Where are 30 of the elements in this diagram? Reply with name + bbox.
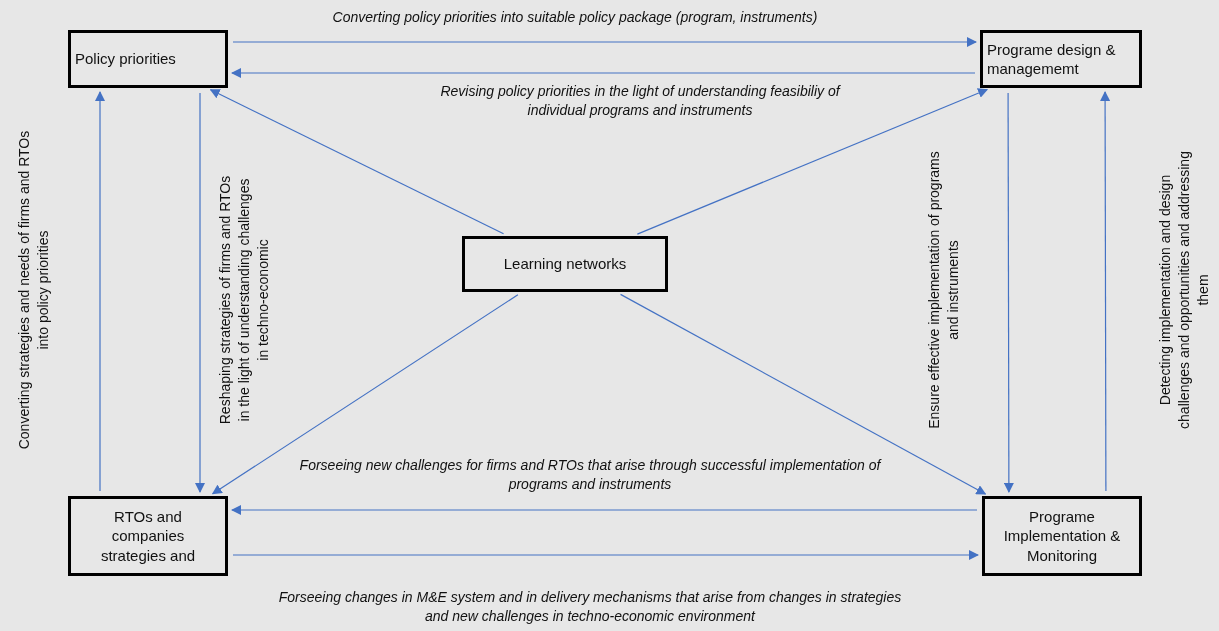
- edge-label: Forseeing new challenges for firms and RTOs that arise through successful implementation of programs and instruments: [298, 456, 883, 494]
- arrow: [209, 89, 505, 235]
- arrow: [619, 293, 987, 495]
- arrow: [1100, 91, 1111, 492]
- box-label: RTOs and companies strategies and: [99, 506, 197, 566]
- box-label: Programe Implementation & Monitoring: [1002, 506, 1122, 566]
- arrow: [232, 550, 979, 560]
- edge-label: Converting policy priorities into suitable policy package (program, instruments): [331, 7, 819, 27]
- edge-label: Revising policy priorities in the light of understanding feasibiliy of individual programs and instruments: [440, 82, 840, 120]
- arrow: [636, 88, 989, 235]
- arrow: [211, 294, 519, 495]
- edge-label: Detecting implementation and design challenges and opportunities and addressing them: [1155, 150, 1212, 431]
- box-label: Programe design & managememt: [987, 39, 1117, 79]
- process-box: [462, 236, 668, 292]
- process-box: [68, 30, 228, 88]
- edge-label: Forseeing changes in M&E system and in delivery mechanisms that arise from changes in strategies and new challenges in techno-economic environment: [277, 588, 903, 626]
- arrow: [95, 91, 105, 492]
- arrow: [195, 92, 205, 493]
- process-box: [980, 30, 1142, 88]
- edge-label: Converting strategies and needs of firms and RTOs into policy priorities: [15, 130, 52, 450]
- box-label: Learning networks: [503, 254, 627, 274]
- arrow: [232, 37, 977, 47]
- arrow: [231, 505, 978, 515]
- edge-label: Ensure effective implementation of programs and instruments: [925, 150, 962, 431]
- arrow: [1003, 92, 1014, 493]
- box-label: Policy priorities: [75, 49, 176, 69]
- process-box: [68, 496, 228, 576]
- process-box: [982, 496, 1142, 576]
- edge-label: Reshaping strategies of firms and RTOs in the light of understanding challenges in techno-economic: [215, 175, 272, 425]
- arrow: [231, 68, 976, 78]
